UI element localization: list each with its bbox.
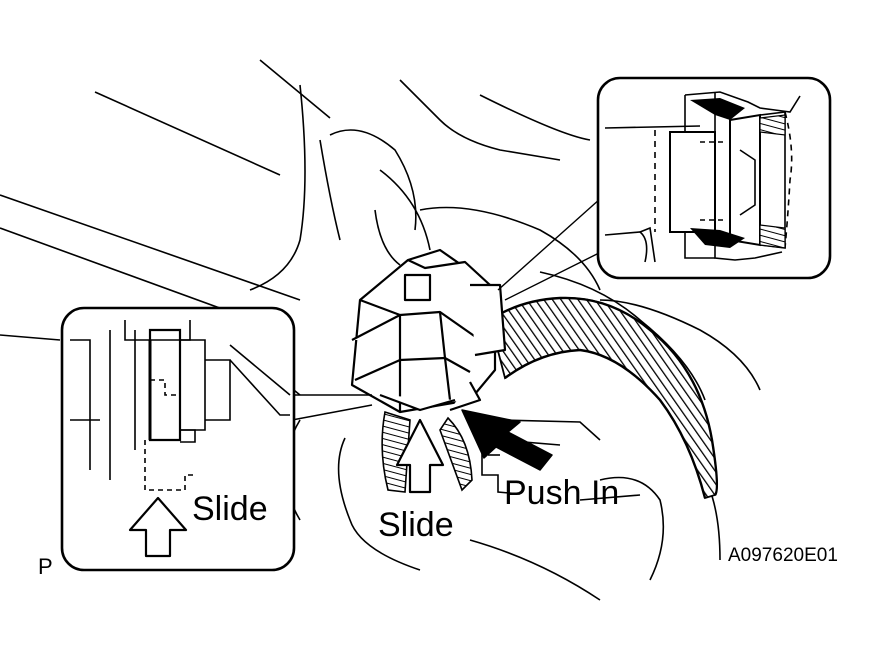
inset-bottom-left: [60, 306, 373, 572]
connector: [350, 248, 507, 414]
view-code-label: P: [38, 554, 53, 579]
lower-harness: [381, 410, 473, 493]
slide-label-main: Slide: [378, 506, 454, 544]
slide-label-inset: Slide: [192, 490, 268, 528]
background-lines: [0, 59, 761, 601]
inset-top-right: [497, 76, 832, 301]
push-in-label: Push In: [504, 474, 620, 512]
hollow-arrow-up-icon: [395, 418, 445, 494]
figure-id-label: A097620E01: [728, 545, 838, 566]
solid-arrow-left-icon: [461, 409, 553, 471]
wire-harness: [488, 296, 719, 500]
hollow-arrow-up-icon: [128, 496, 188, 558]
